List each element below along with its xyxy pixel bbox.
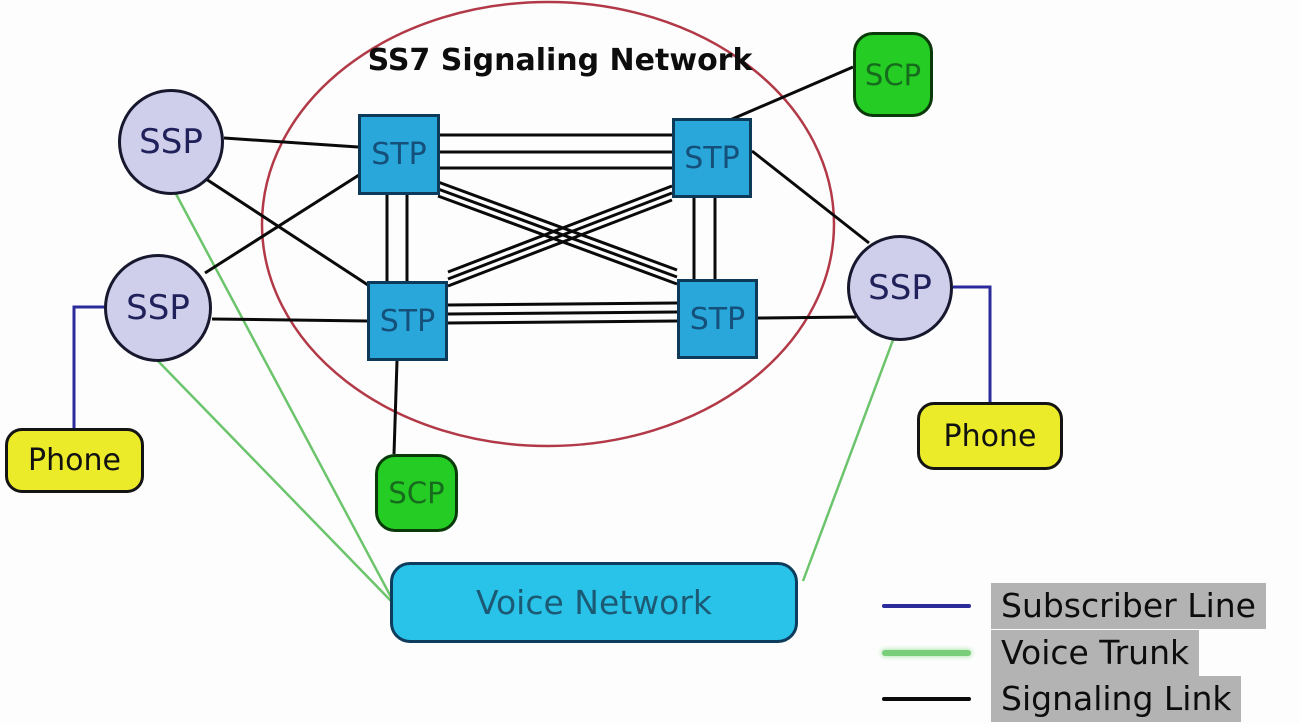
node-stp-bottom-right: STP <box>677 279 758 359</box>
voice-trunk-ssp-top-left-voice-network <box>174 193 393 598</box>
node-ssp-top-left: SSP <box>118 89 224 195</box>
link-stp-diagonal-tlbr-1 <box>437 180 678 272</box>
subscriber-line-ssp-right-phone-right <box>953 285 992 402</box>
link-stp-diagonal-bltr-3 <box>447 198 673 288</box>
node-label: STP <box>689 301 746 337</box>
link-stp-diagonal-bltr-2 <box>447 191 673 281</box>
link-stp-bottom-pair-1 <box>447 301 678 307</box>
legend-row-subscriber-line: Subscriber Line <box>882 583 1266 629</box>
legend-label: Signaling Link <box>991 676 1242 722</box>
link-ssp-top-left-stp-top-left <box>223 136 359 149</box>
node-phone-right: Phone <box>917 402 1063 470</box>
node-label: SSP <box>868 268 932 308</box>
node-scp-top-right: SCP <box>853 32 933 117</box>
link-stp-diagonal-tlbr-3 <box>437 194 678 286</box>
link-stp-diagonal-tlbr-2 <box>437 187 678 279</box>
legend-label: Subscriber Line <box>991 583 1266 629</box>
node-label: SSP <box>126 288 190 328</box>
node-label: SCP <box>864 57 922 92</box>
link-ssp-bottom-left-stp-bottom-left <box>211 317 368 323</box>
link-ssp-bottom-left-stp-top-left <box>204 173 360 275</box>
legend-label: Voice Trunk <box>991 630 1200 676</box>
node-label: SCP <box>388 476 445 510</box>
node-label: Phone <box>28 443 121 478</box>
subscriber-line-ssp-bottom-left-phone-left <box>72 305 105 428</box>
node-scp-bottom: SCP <box>375 454 458 532</box>
link-stp-bottom-pair-3 <box>447 319 678 325</box>
node-phone-left: Phone <box>5 428 144 493</box>
legend-row-signaling-link: Signaling Link <box>882 676 1242 722</box>
link-stp-top-right-ssp-right <box>751 149 870 245</box>
node-label: STP <box>379 303 436 339</box>
voice-trunk-ssp-right-voice-network <box>801 339 895 582</box>
link-stp-bottom-right-ssp-right <box>757 315 857 320</box>
ss7-boundary-ellipse <box>260 0 836 448</box>
link-stp-diagonal-bltr-1 <box>447 184 673 274</box>
link-stp-bottom-left-scp-bottom <box>392 360 399 455</box>
node-ssp-right: SSP <box>847 235 953 341</box>
node-ssp-bottom-left: SSP <box>104 254 212 362</box>
node-label: Phone <box>943 418 1037 454</box>
node-stp-bottom-left: STP <box>367 281 448 361</box>
legend-row-voice-trunk: Voice Trunk <box>882 630 1200 676</box>
subscriber-line-swatch <box>882 604 971 608</box>
voice-trunk-ssp-bottom-left-voice-network <box>157 360 393 603</box>
diagram-title: SS7 Signaling Network <box>367 43 753 78</box>
node-stp-top-left: STP <box>358 114 440 195</box>
signaling-link-layer <box>204 65 870 455</box>
node-label: SSP <box>139 122 203 162</box>
node-stp-top-right: STP <box>672 118 752 198</box>
subscriber-line-layer <box>72 285 992 428</box>
voice-trunk-swatch <box>882 650 971 656</box>
node-label: STP <box>371 137 427 172</box>
node-label: STP <box>684 140 740 176</box>
voice-trunk-layer <box>157 193 895 603</box>
node-label: Voice Network <box>475 583 713 622</box>
link-stp-bottom-pair-2 <box>447 310 678 316</box>
link-stp-top-right-scp-top-right <box>729 65 854 122</box>
link-ssp-top-left-stp-bottom-left <box>205 177 372 289</box>
signaling-link-swatch <box>882 697 971 701</box>
node-voice-network: Voice Network <box>390 562 798 643</box>
